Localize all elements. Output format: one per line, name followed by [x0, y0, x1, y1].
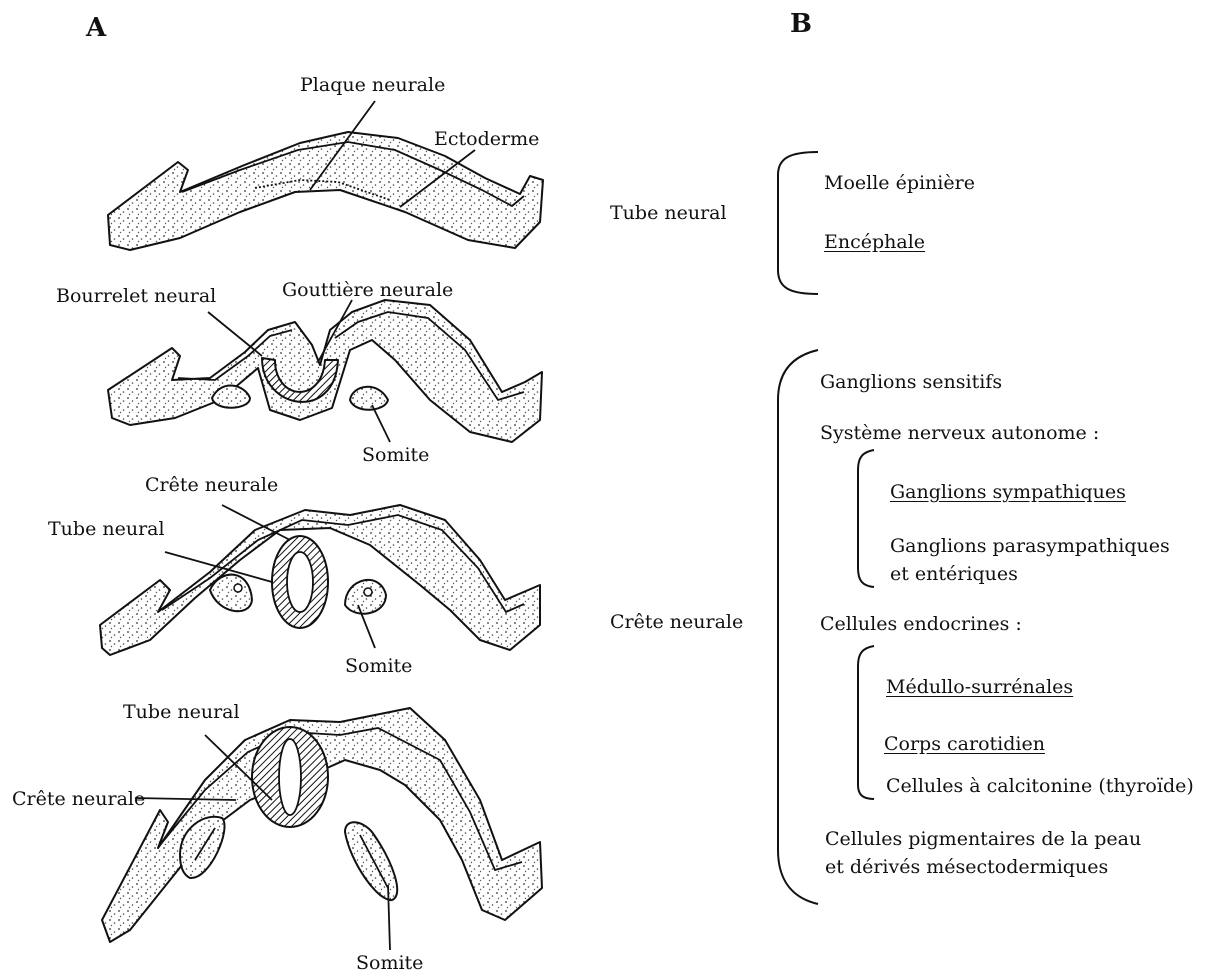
crete-neurale-title: Crête neurale — [610, 611, 743, 633]
label-somite-2: Somite — [362, 444, 429, 466]
stage3-somite-left — [210, 575, 252, 612]
corps-carotidien: Corps carotidien — [884, 733, 1045, 755]
tube-neural-title: Tube neural — [610, 202, 727, 224]
stage4-closed-tube — [102, 708, 542, 950]
label-crete-neurale-3: Crête neurale — [145, 474, 278, 496]
stage3-neural-tube — [100, 505, 540, 655]
ganglions-parasympathiques: Ganglions parasympathiques — [890, 535, 1170, 557]
encephale: Encéphale — [824, 231, 925, 253]
brace-crete-neurale — [778, 350, 818, 904]
stage3-tube-lumen — [287, 552, 313, 612]
et-enteriques: et entériques — [890, 563, 1018, 585]
cellules-calcitonine: Cellules à calcitonine (thyroïde) — [886, 775, 1194, 797]
label-crete-neurale-4: Crête neurale — [12, 788, 145, 810]
label-plaque-neurale: Plaque neurale — [300, 74, 445, 96]
stage1-neural-plate — [108, 101, 543, 250]
derives-mesectodermiques: et dérivés mésectodermiques — [825, 856, 1108, 878]
stage3-somite-right — [345, 580, 386, 614]
panel-b-braces — [778, 152, 874, 904]
panel-a-label: A — [86, 14, 106, 42]
endocrines-title: Cellules endocrines : — [820, 613, 1022, 635]
label-bourrelet-neural: Bourrelet neural — [56, 285, 216, 307]
stage2-neural-groove — [108, 300, 542, 442]
stage2-somite-left — [212, 385, 250, 407]
leader-bourrelet — [208, 312, 262, 356]
label-ectoderme: Ectoderme — [434, 128, 539, 150]
moelle-epiniere: Moelle épinière — [824, 172, 975, 194]
ganglions-sensitifs: Ganglions sensitifs — [820, 371, 1002, 393]
label-gouttiere-neurale: Gouttière neurale — [282, 279, 453, 301]
brace-tube-neural — [778, 152, 818, 294]
label-somite-4: Somite — [356, 952, 423, 974]
label-somite-3: Somite — [345, 655, 412, 677]
sna-title: Système nerveux autonome : — [820, 422, 1099, 444]
label-tube-neural-3: Tube neural — [48, 518, 165, 540]
brace-endocrines — [858, 646, 874, 799]
stage4-tube-lumen — [279, 739, 301, 815]
panel-b-label: B — [790, 10, 812, 38]
stage2-somite-right — [350, 387, 388, 410]
medullo-surrenales: Médullo-surrénales — [886, 676, 1073, 698]
cellules-pigmentaires: Cellules pigmentaires de la peau — [825, 828, 1141, 850]
ganglions-sympathiques: Ganglions sympathiques — [890, 481, 1126, 503]
label-tube-neural-4: Tube neural — [123, 701, 240, 723]
leader-somite-2 — [372, 405, 390, 442]
brace-sna — [858, 450, 874, 587]
stage4-somite-right — [345, 822, 397, 900]
